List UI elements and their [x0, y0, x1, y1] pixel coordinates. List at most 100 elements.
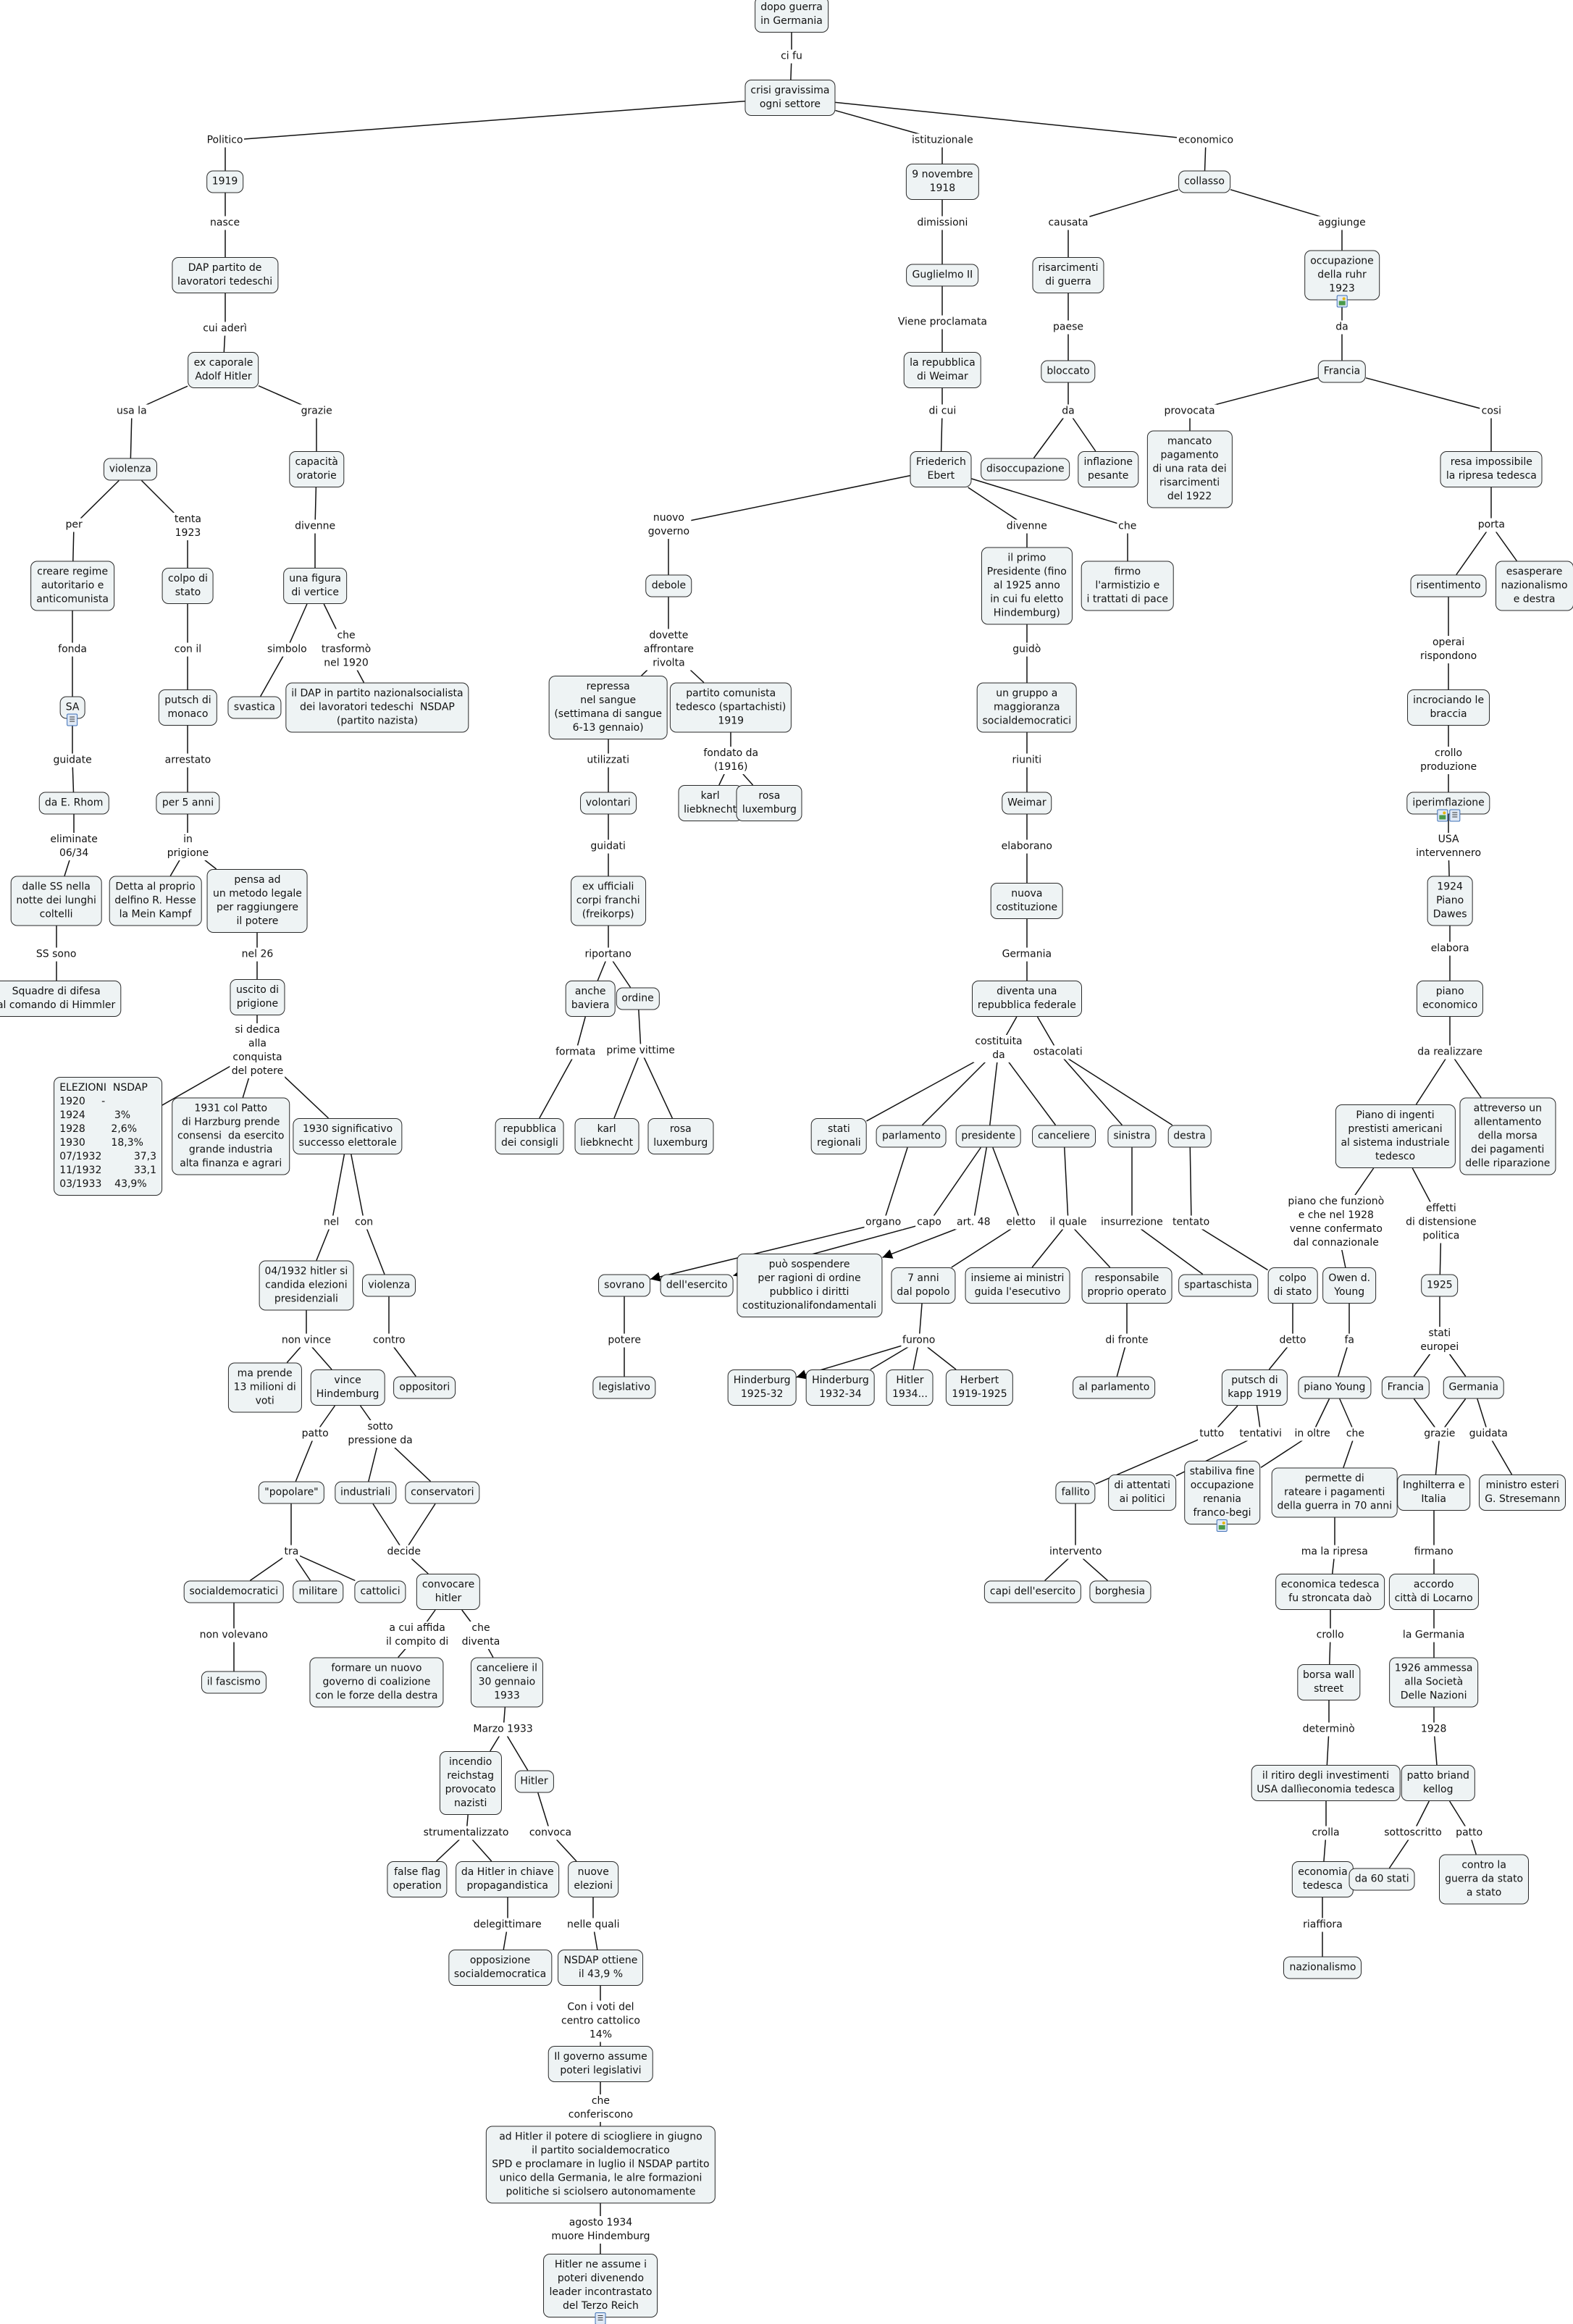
concept-node-respons[interactable]: responsabile proprio operato [1081, 1267, 1173, 1304]
concept-node-colpo2[interactable]: colpo di stato [1267, 1267, 1318, 1304]
concept-node-mancato[interactable]: mancato pagamento di una rata dei risarc… [1146, 430, 1233, 508]
concept-node-legisl[interactable]: legislativo [592, 1376, 656, 1399]
concept-node-bloccato[interactable]: bloccato [1041, 360, 1096, 383]
concept-node-capi[interactable]: capi dell'esercito [983, 1580, 1082, 1603]
concept-node-maprende[interactable]: ma prende 13 milioni di voti [227, 1362, 302, 1413]
concept-node-pcomun[interactable]: partito comunista tedesco (spartachisti)… [670, 682, 792, 733]
concept-node-primo[interactable]: il primo Presidente (fino al 1925 anno i… [981, 547, 1073, 625]
document-icon[interactable] [67, 713, 78, 726]
concept-node-patto1931[interactable]: 1931 col Patto di Harzburg prende consen… [171, 1097, 290, 1175]
concept-node-statireg[interactable]: stati regionali [811, 1118, 867, 1155]
concept-node-francia1[interactable]: Francia [1317, 360, 1367, 383]
concept-node-esercito[interactable]: dell'esercito [660, 1274, 734, 1297]
concept-node-capor[interactable]: capacità oratorie [289, 450, 344, 487]
concept-node-ruhr[interactable]: occupazione della ruhr 1923 [1304, 250, 1380, 308]
concept-node-sinistra[interactable]: sinistra [1107, 1125, 1157, 1148]
concept-node-dawes[interactable]: 1924 Piano Dawes [1427, 876, 1473, 926]
concept-node-cancel30[interactable]: canceliere il 30 gennaio 1933 [470, 1657, 543, 1708]
concept-node-nov1918[interactable]: 9 novembre 1918 [906, 164, 979, 201]
concept-node-owen[interactable]: Owen d. Young [1322, 1267, 1377, 1304]
concept-node-ordine[interactable]: ordine [616, 987, 660, 1010]
concept-node-per5[interactable]: per 5 anni [156, 792, 220, 815]
concept-node-elezioni[interactable]: ELEZIONI NSDAP 1920 - 1924 3% 1928 2,6% … [54, 1077, 163, 1196]
concept-node-vinceh[interactable]: vince Hindemburg [310, 1369, 385, 1406]
concept-node-squadre[interactable]: Squadre di difesa al comando di Himmler [0, 981, 122, 1018]
concept-node-collasso[interactable]: collasso [1178, 170, 1230, 193]
concept-node-firmo[interactable]: firmo l'armistizio e i trattati di pace [1081, 561, 1175, 611]
concept-node-esasp[interactable]: esasperare nazionalismo e destra [1495, 561, 1573, 611]
concept-node-briand[interactable]: patto briand kellog [1401, 1764, 1475, 1801]
concept-node-nuovacost[interactable]: nuova costituzione [990, 883, 1064, 920]
document-icon[interactable] [1449, 809, 1461, 822]
concept-node-ritiro[interactable]: il ritiro degli investimenti USA dallìec… [1251, 1764, 1401, 1801]
concept-node-ottiene[interactable]: NSDAP ottiene il 43,9 % [558, 1950, 644, 1987]
image-icon[interactable] [1336, 295, 1348, 308]
concept-node-rhom[interactable]: da E. Rhom [38, 792, 109, 815]
concept-node-federale[interactable]: diventa una repubblica federale [971, 981, 1082, 1018]
concept-node-alparl[interactable]: al parlamento [1073, 1376, 1156, 1399]
concept-node-viol2[interactable]: violenza [362, 1274, 416, 1297]
concept-node-risarc[interactable]: risarcimenti di guerra [1032, 256, 1104, 293]
concept-node-oppos[interactable]: oppositori [393, 1376, 456, 1399]
concept-node-conserv[interactable]: conservatori [405, 1481, 480, 1504]
concept-node-industr[interactable]: industriali [334, 1481, 397, 1504]
concept-node-dopo[interactable]: dopo guerra in Germania [755, 0, 829, 33]
concept-node-borsa[interactable]: borsa wall street [1296, 1664, 1361, 1700]
concept-node-falseflag[interactable]: false flag operation [387, 1861, 448, 1897]
concept-node-inflaz[interactable]: inflazione pesante [1078, 450, 1138, 487]
concept-node-nuove[interactable]: nuove elezioni [568, 1861, 619, 1897]
image-icon[interactable] [1217, 1519, 1228, 1532]
concept-node-hind1[interactable]: Hinderburg 1925-32 [727, 1369, 797, 1406]
concept-node-insieme[interactable]: insieme ai ministri guida l'esecutivo [965, 1267, 1070, 1304]
concept-node-consigli[interactable]: repubblica dei consigli [495, 1118, 564, 1155]
concept-node-militare[interactable]: militare [293, 1580, 343, 1603]
concept-node-uscito[interactable]: uscito di prigione [230, 978, 285, 1015]
concept-node-crisi[interactable]: crisi gravissima ogni settore [744, 79, 836, 116]
concept-node-sovrano[interactable]: sovrano [598, 1274, 651, 1297]
concept-node-opposiz[interactable]: opposizione socialdemocratica [448, 1950, 553, 1987]
concept-node-neassume[interactable]: Hitler ne assume i poteri divenendo lead… [543, 2254, 658, 2324]
hierarchy-icon[interactable] [595, 2312, 606, 2324]
concept-node-rosa1[interactable]: rosa luxemburg [736, 785, 802, 822]
concept-node-permette[interactable]: permette di rateare i pagamenti della gu… [1271, 1467, 1398, 1518]
concept-node-anni7[interactable]: 7 anni dal popolo [891, 1267, 956, 1304]
concept-node-dap[interactable]: DAP partito de lavoratori tedeschi [171, 256, 279, 293]
concept-node-excap[interactable]: ex caporale Adolf Hitler [188, 351, 259, 388]
concept-node-econted[interactable]: economica tedesca fu stroncata daò [1275, 1574, 1385, 1611]
concept-node-kapp[interactable]: putsch di kapp 1919 [1222, 1369, 1288, 1406]
concept-node-popolare[interactable]: "popolare" [259, 1481, 324, 1504]
concept-node-locarno[interactable]: accordo città di Locarno [1388, 1574, 1479, 1611]
concept-node-iperinf[interactable]: iperimflazione [1406, 792, 1490, 822]
concept-node-incroc[interactable]: incrociando le braccia [1407, 689, 1490, 726]
concept-node-sessanta[interactable]: da 60 stati [1348, 1868, 1415, 1891]
concept-node-volontari[interactable]: volontari [579, 792, 637, 815]
concept-node-pianoec[interactable]: piano economico [1417, 981, 1484, 1018]
concept-node-karl2[interactable]: karl liebknecht [574, 1118, 639, 1155]
concept-node-herbert[interactable]: Herbert 1919-1925 [946, 1369, 1013, 1406]
concept-node-cancel[interactable]: canceliere [1031, 1125, 1096, 1148]
concept-node-borghesia[interactable]: borghesia [1088, 1580, 1152, 1603]
concept-node-contro[interactable]: contro la guerra da stato a stato [1439, 1854, 1530, 1905]
concept-node-disocc[interactable]: disoccupazione [980, 458, 1070, 481]
concept-node-adhitler[interactable]: ad Hitler il potere di sciogliere in giu… [486, 2126, 716, 2204]
concept-node-ildap[interactable]: il DAP in partito nazionalsocialista dei… [285, 682, 469, 733]
concept-node-creare[interactable]: creare regime autoritario e anticomunist… [30, 561, 114, 611]
concept-node-spartas[interactable]: spartaschista [1178, 1274, 1258, 1297]
concept-node-fallito[interactable]: fallito [1055, 1481, 1096, 1504]
concept-node-svastica[interactable]: svastica [227, 696, 281, 719]
concept-node-colpo1[interactable]: colpo di stato [162, 568, 214, 605]
concept-node-ebert[interactable]: Friederich Ebert [910, 450, 972, 487]
concept-node-weimar[interactable]: Weimar [1002, 792, 1052, 815]
concept-node-ingenti[interactable]: Piano di ingenti prestisti americani al … [1335, 1104, 1456, 1169]
concept-node-chiave[interactable]: da Hitler in chiave propagandistica [455, 1861, 560, 1897]
concept-node-debole[interactable]: debole [645, 574, 692, 597]
concept-node-parlam[interactable]: parlamento [876, 1125, 947, 1148]
concept-node-risent[interactable]: risentimento [1410, 574, 1487, 597]
concept-node-cattolici[interactable]: cattolici [354, 1580, 406, 1603]
concept-node-exuff[interactable]: ex ufficiali corpi franchi (freikorps) [570, 876, 646, 926]
image-icon[interactable] [1437, 809, 1448, 822]
concept-node-socdem[interactable]: socialdemocratici [183, 1580, 285, 1603]
concept-node-hitler3[interactable]: Hitler 1934... [886, 1369, 934, 1406]
concept-node-resa[interactable]: resa impossibile la ripresa tedesca [1440, 450, 1543, 487]
concept-node-pensa[interactable]: pensa ad un metodo legale per raggiunger… [207, 869, 308, 934]
